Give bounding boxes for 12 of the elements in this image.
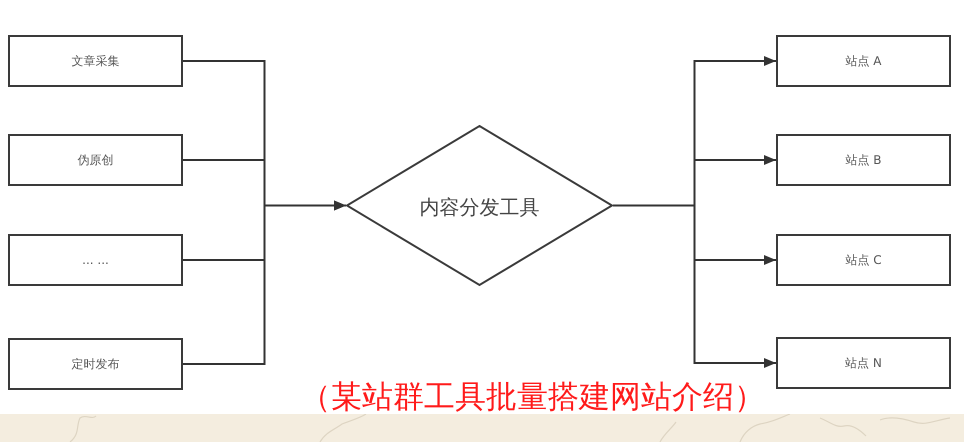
process-box: 文章采集 (8, 35, 183, 87)
arrow (613, 204, 776, 368)
caption: （某站群工具批量搭建网站介绍） (300, 378, 765, 416)
process-box: 站点 C (776, 234, 951, 286)
process-box: 站点 B (776, 134, 951, 186)
process-box: 站点 A (776, 35, 951, 87)
decision-diamond: 内容分发工具 (346, 125, 613, 286)
process-box: 定时发布 (8, 338, 183, 390)
arrow (183, 200, 346, 365)
process-box: ... ... (8, 234, 183, 286)
process-box: 站点 N (776, 337, 951, 389)
process-box: 伪原创 (8, 134, 183, 186)
